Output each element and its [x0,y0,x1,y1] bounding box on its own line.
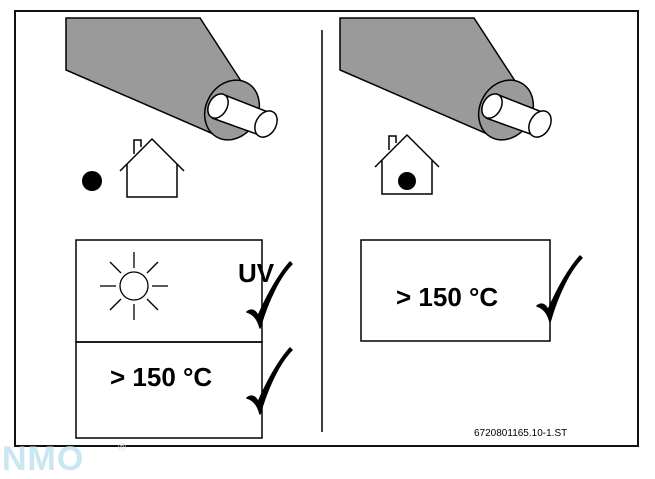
checkmark-icon-temp-left [246,347,293,415]
figure-code: 6720801165.10-1.ST [474,428,568,439]
checkmark-icon-temp-right [536,255,583,323]
watermark-registered-mark: ® [118,442,127,454]
uv-label: UV [238,258,275,288]
diagram-graphics [65,17,583,439]
bullet-icon [82,171,102,191]
pipe-icon-right [339,17,552,141]
pipe-icon-left [65,17,278,141]
sun-icon [100,252,168,320]
temperature-condition-box-left [75,341,263,439]
temperature-condition-box-right [360,239,551,342]
temperature-label-left: > 150 °C [110,362,213,392]
temperature-label-right: > 150 °C [396,282,499,312]
watermark-logo: NMO [2,440,85,478]
indoor-dot-icon [398,172,416,190]
house-icon-left [119,137,185,198]
uv-condition-box [75,239,263,343]
checkmark-icon-uv [246,261,293,329]
diagram-frame [14,10,639,447]
